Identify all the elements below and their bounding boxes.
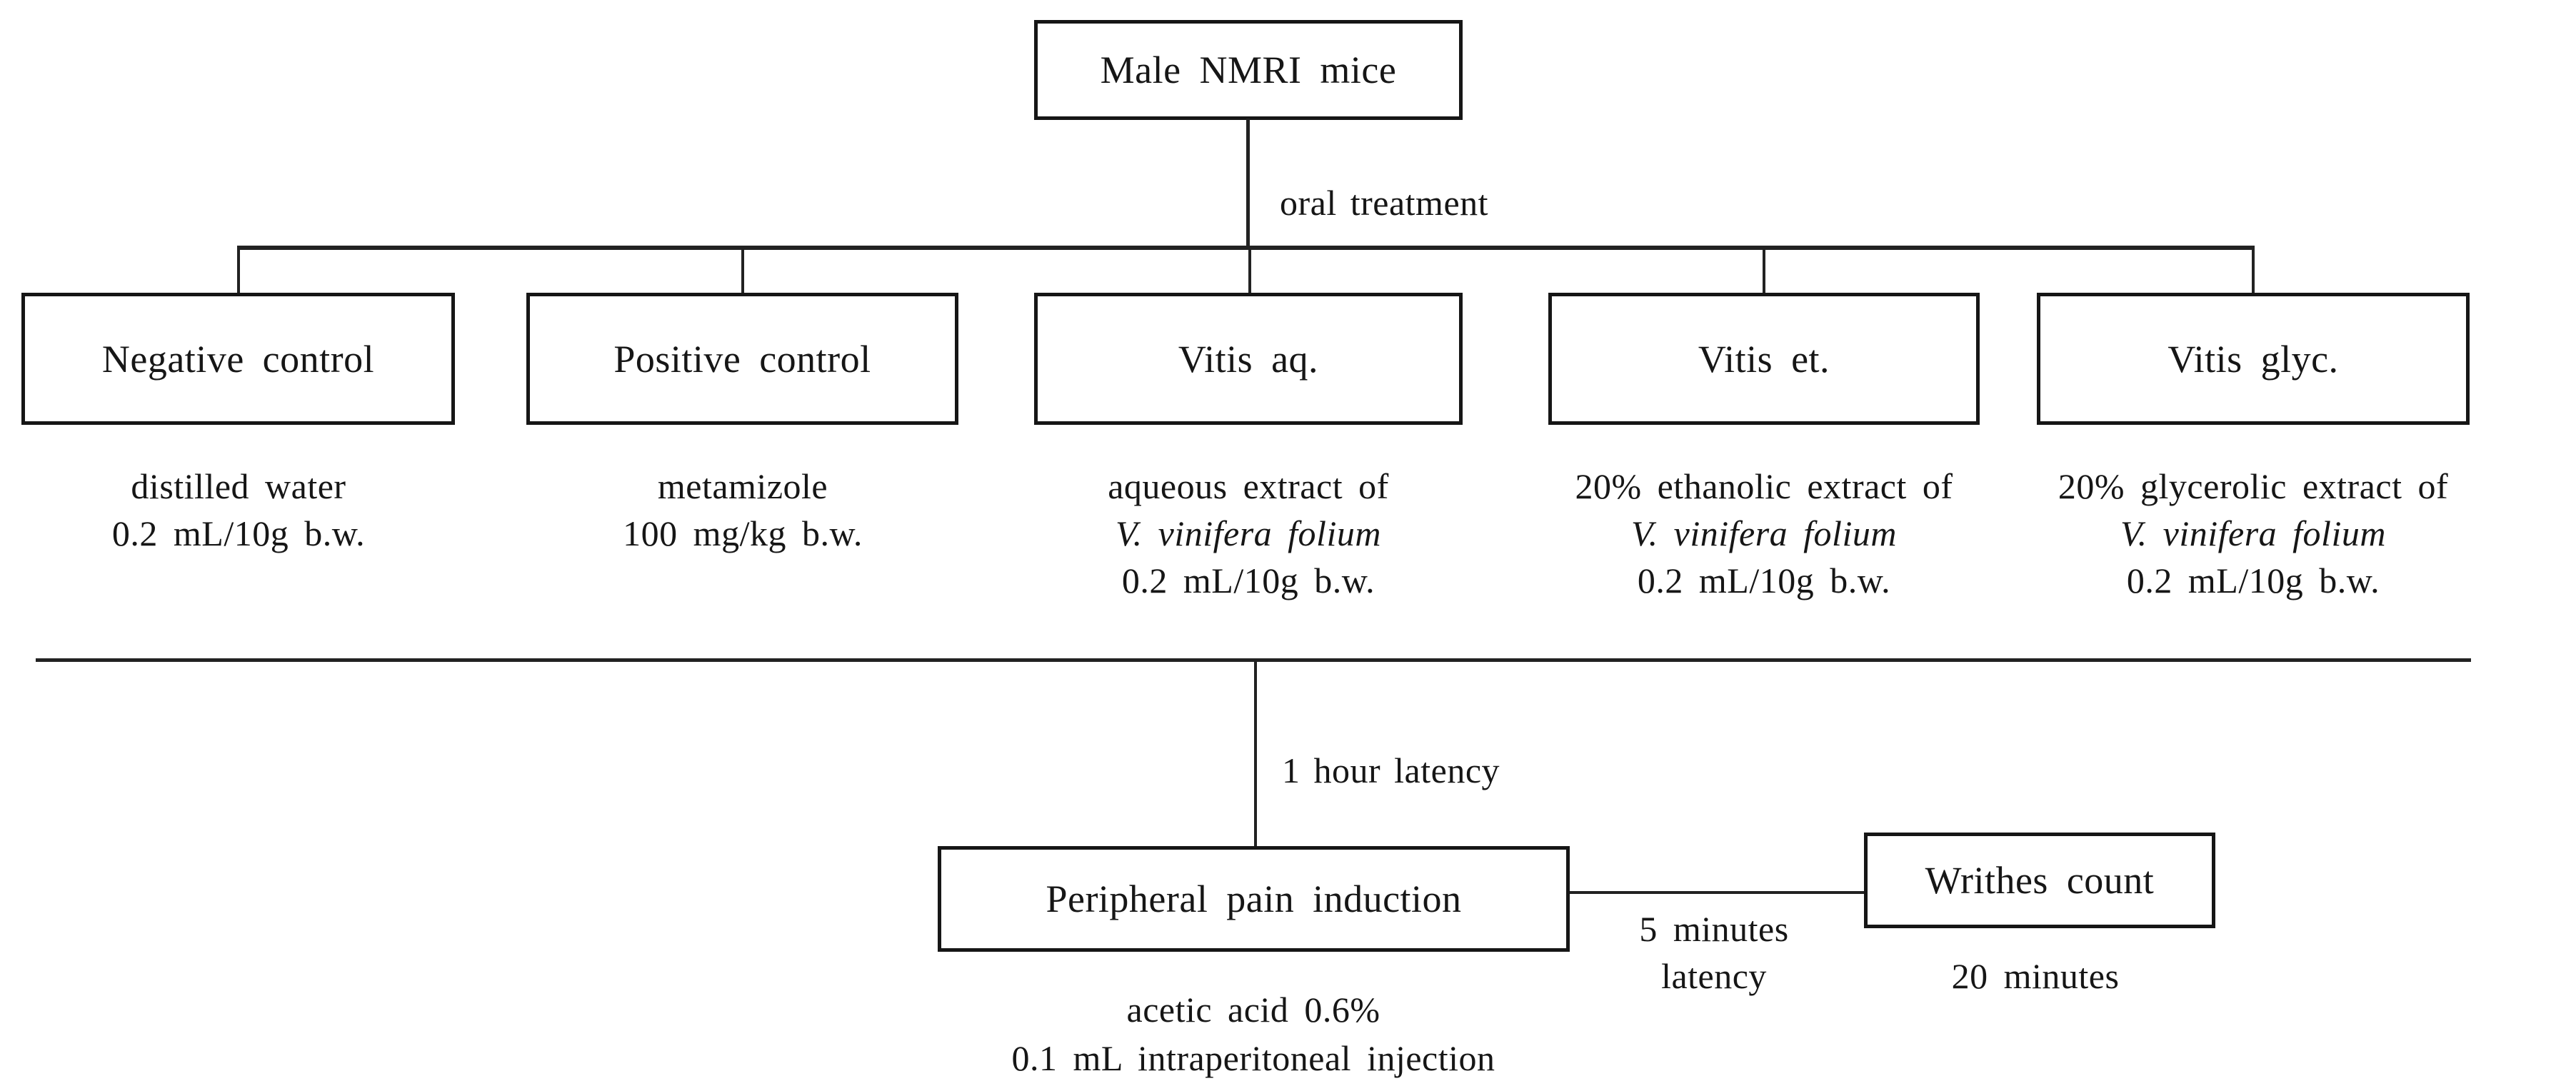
connector-stub-vitis-et — [1763, 248, 1765, 294]
desc-line-latin-name: V. vinifera folium — [1631, 513, 1897, 553]
group-box-label: Negative control — [101, 337, 375, 381]
group-desc-negative-control: distilled water 0.2 mL/10g b.w. — [0, 463, 560, 557]
desc-line: 5 minutes — [1639, 909, 1789, 949]
desc-line: 0.2 mL/10g b.w. — [1121, 560, 1375, 600]
group-box-positive-control: Positive control — [526, 293, 958, 425]
group-box-vitis-aq: Vitis aq. — [1034, 293, 1463, 425]
desc-line-latin-name: V. vinifera folium — [2120, 513, 2386, 553]
five-minutes-latency-label: 5 minutes latency — [1571, 905, 1857, 1000]
desc-line-latin-name: V. vinifera folium — [1116, 513, 1381, 553]
desc-line: 0.2 mL/10g b.w. — [2126, 560, 2380, 600]
desc-line: 0.2 mL/10g b.w. — [1637, 560, 1891, 600]
connector-stub-positive-control — [741, 248, 744, 294]
group-box-label: Positive control — [613, 337, 871, 381]
root-box-male-nmri-mice: Male NMRI mice — [1034, 20, 1463, 120]
group-box-vitis-et: Vitis et. — [1548, 293, 1980, 425]
phase-separator-line — [36, 658, 2471, 662]
group-desc-vitis-aq: aqueous extract of V. vinifera folium 0.… — [927, 463, 1570, 604]
connector-bus-horizontal — [237, 246, 2255, 250]
connector-root-vertical — [1246, 119, 1250, 248]
desc-line: latency — [1661, 956, 1767, 996]
group-box-label: Vitis et. — [1698, 337, 1830, 381]
desc-line: metamizole — [657, 466, 828, 506]
desc-line: aqueous extract of — [1108, 466, 1389, 506]
desc-line: distilled water — [131, 466, 346, 506]
group-box-vitis-glyc: Vitis glyc. — [2037, 293, 2470, 425]
twenty-minutes-label: 20 minutes — [1893, 952, 2178, 1000]
group-box-label: Vitis aq. — [1178, 337, 1319, 381]
connector-stub-vitis-glyc — [2252, 248, 2255, 294]
group-box-label: Vitis glyc. — [2167, 337, 2339, 381]
writhes-count-box: Writhes count — [1864, 833, 2215, 928]
group-box-negative-control: Negative control — [21, 293, 455, 425]
desc-line: 100 mg/kg b.w. — [623, 513, 863, 553]
root-box-label: Male NMRI mice — [1100, 49, 1397, 91]
desc-line: acetic acid 0.6% — [1126, 990, 1380, 1030]
pain-induction-box-label: Peripheral pain induction — [1046, 878, 1462, 920]
desc-line: 0.1 mL intraperitoneal injection — [1011, 1038, 1495, 1078]
pain-induction-box: Peripheral pain induction — [938, 846, 1570, 952]
group-desc-positive-control: metamizole 100 mg/kg b.w. — [421, 463, 1064, 557]
group-desc-vitis-et: 20% ethanolic extract of V. vinifera fol… — [1407, 463, 2121, 604]
writhes-count-box-label: Writhes count — [1925, 859, 2155, 902]
desc-line: 0.2 mL/10g b.w. — [111, 513, 366, 553]
group-desc-vitis-glyc: 20% glycerolic extract of V. vinifera fo… — [1896, 463, 2576, 604]
connector-stub-negative-control — [237, 248, 240, 294]
connector-stub-vitis-aq — [1248, 248, 1251, 294]
connector-pain-to-writhes — [1570, 891, 1864, 894]
one-hour-latency-label: 1 hour latency — [1282, 750, 1500, 790]
pain-induction-desc: acetic acid 0.6% 0.1 mL intraperitoneal … — [896, 985, 1610, 1082]
desc-line: 20% ethanolic extract of — [1575, 466, 1953, 506]
oral-treatment-label: oral treatment — [1280, 183, 1489, 223]
desc-line: 20 minutes — [1951, 956, 2120, 996]
desc-line: 20% glycerolic extract of — [2058, 466, 2449, 506]
connector-latency-vertical — [1254, 660, 1257, 846]
